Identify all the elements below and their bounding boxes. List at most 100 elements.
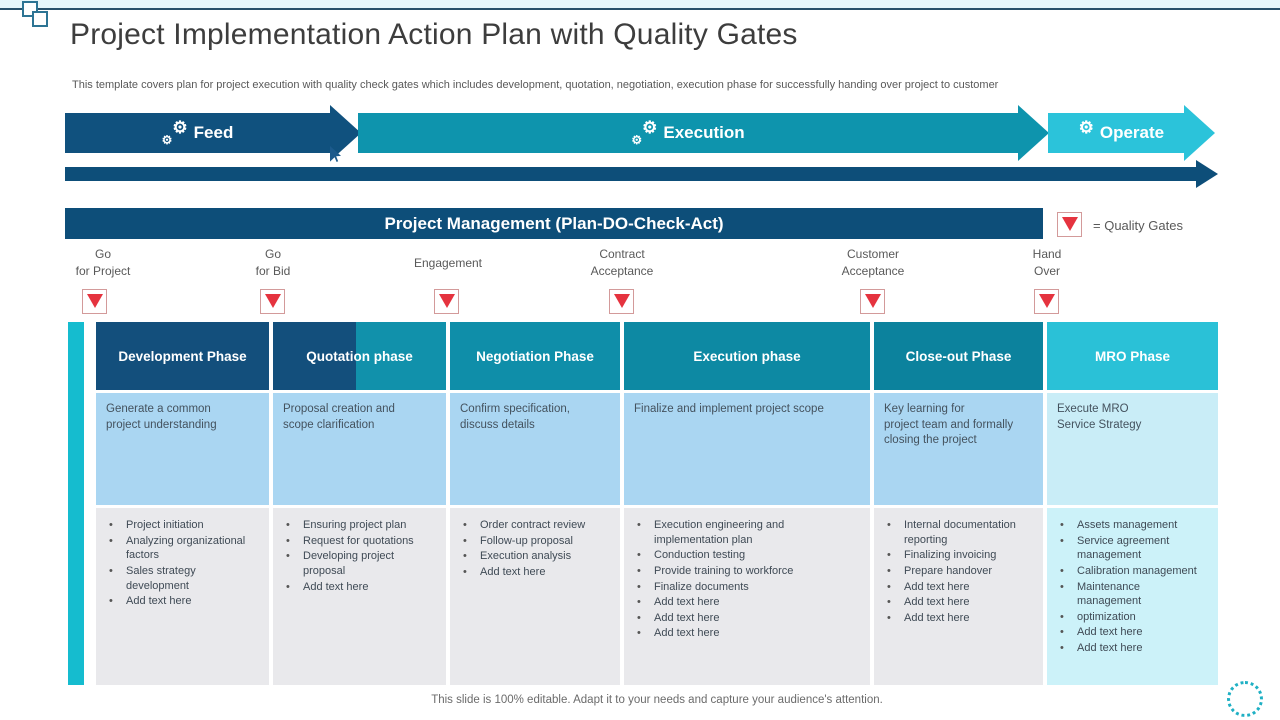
bullet-item: Prepare handover [874,564,1037,579]
bullet-item: Add text here [624,611,864,626]
bullet-item: optimization [1047,610,1212,625]
bullet-item: Finalizing invoicing [874,548,1037,563]
phase-column-close-out: Close-out Phase Key learning for project… [874,322,1043,685]
timeline-bar-arrow-head [1196,160,1218,188]
phase-description: Generate a common project understanding [96,393,269,505]
phase-column-mro: MRO Phase Execute MRO Service Strategy A… [1047,322,1218,685]
gears-icon: ⚙⚙ [631,118,658,147]
page-subtitle: This template covers plan for project ex… [72,79,999,91]
bullet-item: Finalize documents [624,580,864,595]
quality-gate-legend-icon [1057,212,1082,237]
bullet-item: Analyzing organizational factors [96,534,263,563]
top-divider-line [0,8,1280,10]
phase-column-negotiation: Negotiation Phase Confirm specification,… [450,322,620,685]
arrow-label: Execution [663,123,745,142]
arrow-head [1184,105,1215,161]
bullet-item: Follow-up proposal [450,534,614,549]
bullet-item: Order contract review [450,518,614,533]
arrow-head [1018,105,1049,161]
phase-bullet-list: Order contract review Follow-up proposal… [450,508,620,685]
gate-label-go-for-project: Go for Project [75,247,131,278]
bullet-item: Add text here [624,595,864,610]
gate-label-go-for-bid: Go for Bid [255,247,291,278]
bullet-item: Add text here [874,611,1037,626]
dotted-circle-logo [1227,681,1263,717]
phase-header: Development Phase [96,322,269,390]
page-title: Project Implementation Action Plan with … [70,18,798,51]
red-triangle-icon [1061,217,1078,231]
bullet-item: Sales strategy development [96,564,263,593]
quality-gate-marker [260,289,285,314]
quality-gate-marker [609,289,634,314]
arrow-label: Operate [1099,123,1165,142]
bullet-item: Execution analysis [450,549,614,564]
phase-description: Proposal creation and scope clarificatio… [273,393,446,505]
bullet-item: Developing project proposal [273,549,440,578]
red-triangle-icon [264,294,281,308]
phase-bullet-list: Internal documentation reporting Finaliz… [874,508,1043,685]
footer-note: This slide is 100% editable. Adapt it to… [431,694,883,706]
bullet-item: Add text here [1047,641,1212,656]
bullet-item: Maintenance management [1047,580,1212,609]
quality-gate-marker [434,289,459,314]
square-icon [32,11,48,27]
bullet-item: Execution engineering and implementation… [624,518,864,547]
timeline-bar [65,167,1196,181]
phase-description: Finalize and implement project scope [624,393,870,505]
arrow-label: Feed [193,123,234,142]
bullet-item: Assets management [1047,518,1212,533]
phase-bullet-list: Ensuring project plan Request for quotat… [273,508,446,685]
phase-table: Development Phase Generate a common proj… [96,322,1218,685]
mouse-cursor [330,146,341,162]
bullet-item: Add text here [1047,625,1212,640]
bullet-item: Calibration management [1047,564,1212,579]
bullet-item: Ensuring project plan [273,518,440,533]
phase-description: Execute MRO Service Strategy [1047,393,1218,505]
bullet-item: Request for quotations [273,534,440,549]
bullet-item: Service agreement management [1047,534,1212,563]
project-management-bar: Project Management (Plan-DO-Check-Act) [65,208,1043,239]
gear-icon: ⚙ [1078,118,1094,137]
bullet-item: Conduction testing [624,548,864,563]
gate-label-hand-over: Hand Over [1032,247,1062,278]
phase-header: MRO Phase [1047,322,1218,390]
phase-column-execution: Execution phase Finalize and implement p… [624,322,870,685]
red-triangle-icon [86,294,103,308]
phase-column-quotation: Quotation phase Proposal creation and sc… [273,322,446,685]
phase-description: Key learning for project team and formal… [874,393,1043,505]
phase-header: Close-out Phase [874,322,1043,390]
phase-description: Confirm specification, discuss details [450,393,620,505]
gears-icon: ⚙⚙ [161,118,188,147]
bullet-item: Add text here [874,595,1037,610]
phase-column-development: Development Phase Generate a common proj… [96,322,269,685]
red-triangle-icon [613,294,630,308]
phase-bullet-list: Project initiation Analyzing organizatio… [96,508,269,685]
bullet-item: Add text here [273,580,440,595]
quality-gate-marker [82,289,107,314]
bullet-item: Add text here [450,565,614,580]
phase-bullet-list: Assets management Service agreement mana… [1047,508,1218,685]
gate-label-customer-acceptance: Customer Acceptance [841,247,905,278]
process-arrow-execution: ⚙⚙ Execution [358,113,1018,153]
bullet-item: Provide training to workforce [624,564,864,579]
red-triangle-icon [864,294,881,308]
gate-label-contract-acceptance: Contract Acceptance [590,247,654,278]
bullet-item: Add text here [874,580,1037,595]
top-accent-band [0,0,1280,8]
phase-bullet-list: Execution engineering and implementation… [624,508,870,685]
phase-header: Execution phase [624,322,870,390]
legend-label: = Quality Gates [1093,218,1183,233]
phase-header: Negotiation Phase [450,322,620,390]
quality-gate-marker [1034,289,1059,314]
gate-label-engagement: Engagement [413,255,483,270]
quality-gate-marker [860,289,885,314]
process-arrow-feed: ⚙⚙ Feed [65,113,330,153]
red-triangle-icon [1038,294,1055,308]
bullet-item: Add text here [624,626,864,641]
left-accent-stripe [68,322,84,685]
bullet-item: Internal documentation reporting [874,518,1037,547]
process-arrow-operate: ⚙ Operate [1048,113,1184,153]
bullet-item: Add text here [96,594,263,609]
phase-header: Quotation phase [273,322,446,390]
bullet-item: Project initiation [96,518,263,533]
